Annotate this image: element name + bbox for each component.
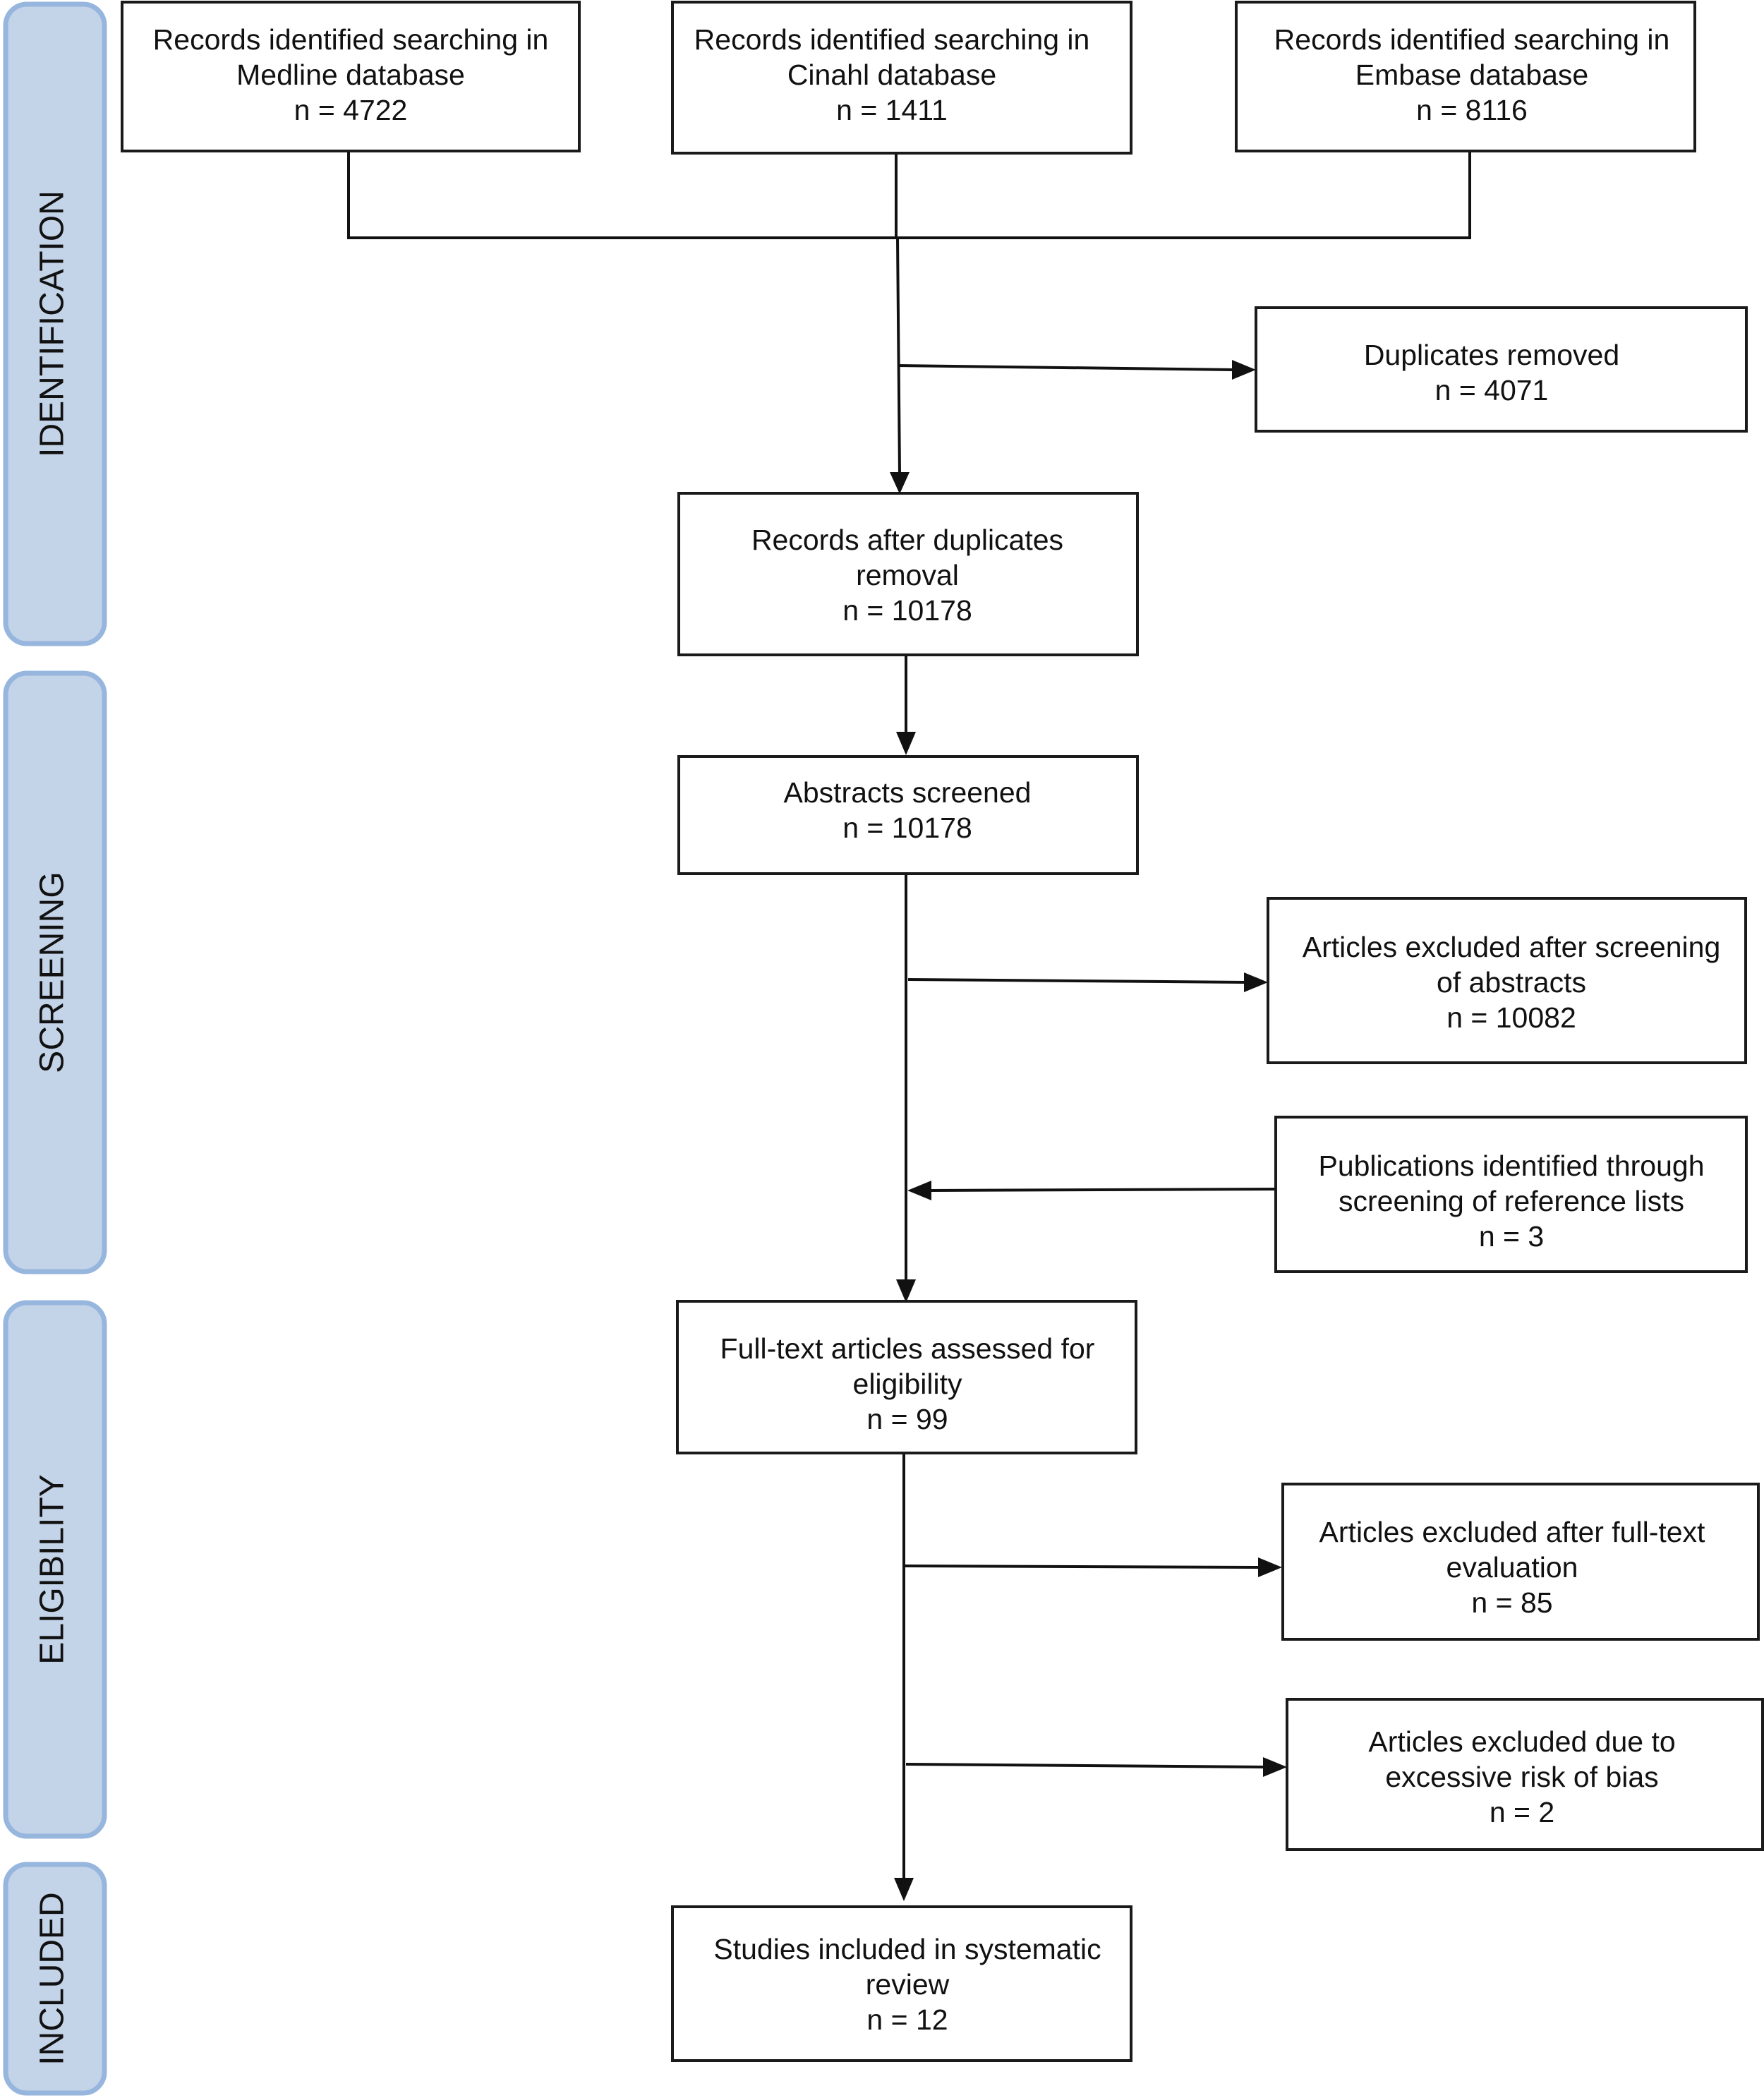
arrowhead: [907, 1181, 931, 1200]
stage-label-identification: IDENTIFICATION: [34, 191, 71, 457]
box-text-line: evaluation: [1446, 1551, 1578, 1584]
svg-text:Articles excluded after full-t: Articles excluded after full-textevaluat…: [1319, 1516, 1706, 1619]
arrow-to-excluded-abstracts: [907, 978, 1246, 984]
box-text-line: review: [866, 1968, 950, 2001]
arrowhead: [896, 732, 916, 755]
box-text-line: Full-text articles assessed for: [720, 1332, 1095, 1365]
stage-eligibility: ELIGIBILITY: [3, 1300, 107, 1839]
box-text-line: Articles excluded after full-text: [1319, 1516, 1706, 1548]
box-text-line: excessive risk of bias: [1385, 1761, 1658, 1793]
connectors: [347, 151, 1471, 1901]
arrow-from-reference-lists: [929, 1188, 1276, 1192]
stage-label-eligibility: ELIGIBILITY: [34, 1474, 71, 1664]
arrow-to-excluded-fulltext: [903, 1565, 1260, 1569]
box-text-line: Articles excluded due to: [1368, 1725, 1675, 1758]
box-text-line: n = 10178: [842, 594, 972, 627]
box-text-line: n = 2: [1490, 1796, 1554, 1828]
stage-included: INCLUDED: [3, 1862, 107, 2096]
box-text-line: Records identified searching in: [1274, 23, 1670, 56]
box-text-line: n = 4071: [1435, 374, 1549, 406]
arrowhead: [1244, 972, 1268, 992]
stage-screening: SCREENING: [3, 670, 107, 1274]
box-text-line: Cinahl database: [787, 59, 996, 91]
arrow-to-excluded-bias: [905, 1763, 1265, 1768]
arrow-to-duplicates: [897, 364, 1234, 371]
stage-label-screening: SCREENING: [34, 872, 71, 1073]
arrow-main-to-after-duplicates: [896, 237, 901, 475]
arrowhead: [890, 472, 910, 494]
box-text-line: Articles excluded after screening: [1303, 931, 1721, 963]
arrowhead: [896, 1279, 916, 1303]
svg-text:Full-text articles assessed fo: Full-text articles assessed foreligibili…: [720, 1332, 1095, 1435]
box-text-line: n = 10082: [1446, 1001, 1576, 1034]
box-text-line: n = 1411: [836, 94, 948, 126]
box-text-line: n = 8116: [1416, 94, 1528, 126]
box-text-line: Records after duplicates: [751, 524, 1063, 556]
box-text-line: n = 10178: [842, 812, 972, 844]
box-text-line: Studies included in systematic: [713, 1933, 1101, 1965]
box-text-line: n = 3: [1479, 1220, 1544, 1253]
stage-identification: IDENTIFICATION: [3, 1, 107, 646]
box-text-line: n = 4722: [294, 94, 408, 126]
stage-label-included: INCLUDED: [34, 1892, 71, 2065]
svg-text:Publications identified throug: Publications identified throughscreening…: [1318, 1150, 1704, 1253]
arrowhead: [894, 1878, 914, 1901]
box-text-line: Embase database: [1355, 59, 1589, 91]
arrowhead: [1258, 1557, 1282, 1577]
connector-merge: [347, 151, 1471, 239]
box-text-line: Duplicates removed: [1364, 339, 1619, 371]
box-text-line: removal: [856, 559, 959, 591]
box-text-line: Records identified searching in: [153, 23, 549, 56]
box-text-line: Records identified searching in: [694, 23, 1090, 56]
box-text-line: n = 12: [866, 2003, 948, 2036]
box-text-line: Medline database: [236, 59, 465, 91]
box-text-line: Publications identified through: [1318, 1150, 1704, 1182]
box-text-line: n = 99: [866, 1403, 948, 1435]
arrowhead: [1232, 360, 1256, 380]
arrowhead: [1263, 1757, 1287, 1777]
box-text-line: n = 85: [1471, 1586, 1552, 1619]
box-text-line: screening of reference lists: [1339, 1185, 1684, 1217]
box-text-line: eligibility: [853, 1368, 962, 1400]
box-text-line: Abstracts screened: [784, 776, 1032, 809]
box-text-line: of abstracts: [1437, 966, 1586, 999]
